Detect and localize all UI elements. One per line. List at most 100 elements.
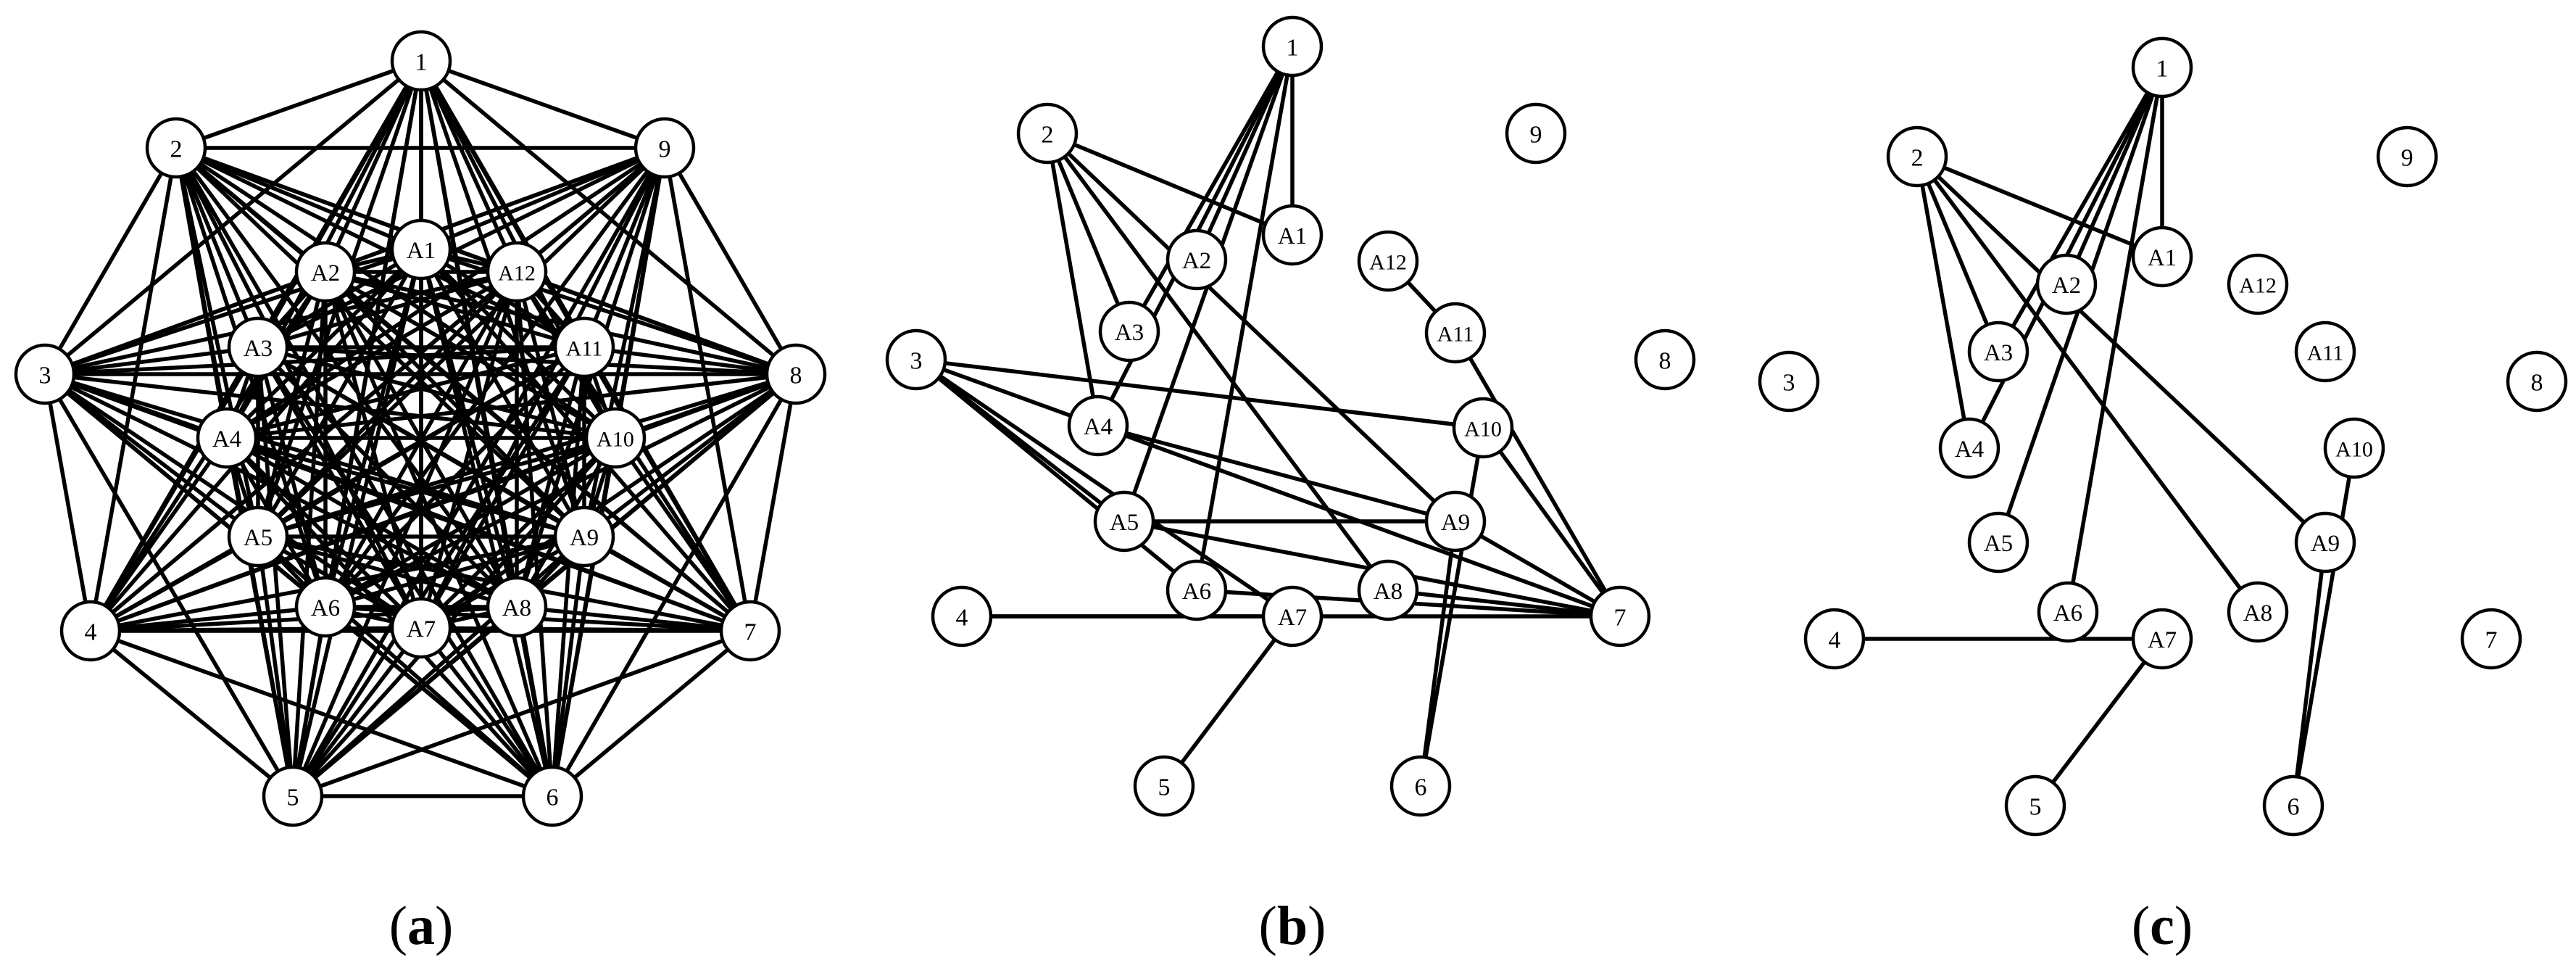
node-circle [765, 343, 827, 405]
node-label: A9 [2311, 531, 2340, 557]
edge-A11-7 [1453, 331, 1622, 619]
edge-9-A2 [323, 146, 667, 274]
node-8: 8 [1634, 328, 1696, 391]
node-1: 1 [1261, 15, 1324, 78]
edge-6-A10 [2291, 446, 2356, 808]
node-3: 3 [14, 343, 76, 405]
node-6: 6 [1389, 755, 1452, 817]
node-circle [885, 328, 947, 391]
edge-A3-A12 [256, 270, 519, 350]
node-circle [1261, 204, 1324, 266]
node-circle [719, 600, 781, 662]
edge-A9-A12 [515, 270, 586, 539]
node-label: 7 [744, 619, 757, 646]
edge-A4-A9 [1096, 423, 1458, 524]
node-circle [1357, 559, 1419, 621]
node-a4: A4 [1938, 417, 2000, 479]
edge-7-8 [748, 372, 798, 633]
node-label: A1 [407, 238, 436, 264]
node-7: 7 [719, 600, 781, 662]
node-1: 1 [2131, 36, 2193, 99]
node-a3: A3 [227, 316, 289, 379]
node-7: 7 [2460, 608, 2522, 670]
edge-1-8 [419, 59, 798, 376]
edge-1-A11 [419, 59, 586, 350]
panel-b-caption: (b) [1259, 896, 1326, 956]
node-a6: A6 [294, 576, 357, 638]
node-a5: A5 [1967, 511, 2029, 574]
node-circle [1758, 350, 1820, 413]
node-a4: A4 [196, 407, 258, 469]
node-label: 8 [2531, 370, 2543, 397]
edge-5-A4 [225, 436, 295, 798]
node-circle [59, 600, 122, 662]
edge-2-3 [43, 146, 178, 376]
node-label: 9 [659, 136, 671, 163]
node-label: 2 [1042, 122, 1054, 149]
node-circle [584, 407, 647, 469]
node-circle [294, 241, 357, 303]
node-label: 4 [85, 619, 97, 646]
edge-5-A3 [256, 345, 295, 798]
edge-2-A3 [1915, 154, 2000, 354]
node-a6: A6 [1166, 559, 1228, 621]
node-circle [553, 505, 615, 568]
edge-6-A10 [1418, 426, 1485, 788]
edge-2-A6 [174, 146, 328, 609]
node-circle [2262, 774, 2324, 837]
node-circle [1261, 585, 1324, 648]
node-circle [1166, 228, 1228, 291]
edge-8-A9 [582, 372, 798, 539]
node-circle [2004, 774, 2066, 837]
node-a8: A8 [2227, 581, 2289, 643]
edge-2-A3 [1045, 131, 1131, 334]
node-label: 2 [170, 136, 183, 163]
edge-7-A8 [515, 605, 752, 633]
node-circle [2460, 608, 2522, 670]
edge-2-A2 [174, 146, 328, 274]
node-5: 5 [262, 765, 324, 827]
edge-2-A1 [1915, 154, 2164, 259]
node-a11: A11 [553, 316, 615, 379]
edge-2-A1 [1045, 131, 1295, 237]
node-circle [1589, 585, 1651, 648]
edge-9-A12 [515, 146, 667, 274]
node-label: A11 [2307, 342, 2344, 365]
edge-1-A2 [1194, 44, 1295, 262]
edge-9-A8 [515, 146, 667, 609]
node-a12: A12 [1357, 230, 1419, 292]
node-circle [1389, 755, 1452, 817]
node-label: A1 [2148, 245, 2177, 271]
edge-2-A4 [1045, 131, 1100, 428]
node-circle [553, 316, 615, 379]
node-2: 2 [1886, 125, 1948, 188]
node-circle [931, 585, 993, 648]
node-a9: A9 [1424, 490, 1487, 553]
edge-1-2 [174, 59, 423, 150]
edge-5-A9 [291, 534, 586, 798]
edge-2-4 [88, 146, 178, 633]
edge-4-5 [88, 629, 295, 798]
node-circle [1261, 15, 1324, 78]
edge-8-A10 [613, 372, 798, 440]
node-circle [1967, 511, 2029, 574]
node-label: A8 [1374, 579, 1403, 605]
node-a11: A11 [1424, 302, 1487, 364]
node-circle [2037, 581, 2099, 643]
node-1: 1 [390, 30, 452, 92]
node-8: 8 [765, 343, 827, 405]
edge-9-A11 [582, 146, 667, 350]
node-circle [633, 117, 696, 179]
node-6: 6 [521, 765, 583, 827]
node-label: A6 [311, 595, 340, 621]
edge-A4-A12 [225, 270, 519, 440]
panel-a-caption: (a) [389, 896, 454, 956]
node-a1: A1 [2131, 226, 2193, 288]
edge-A7-A12 [419, 270, 519, 630]
node-label: 1 [415, 49, 428, 76]
node-a9: A9 [553, 505, 615, 568]
edge-7-A9 [582, 534, 752, 633]
edge-8-9 [662, 146, 798, 376]
node-circle [1505, 102, 1567, 165]
node-circle [2035, 253, 2098, 315]
